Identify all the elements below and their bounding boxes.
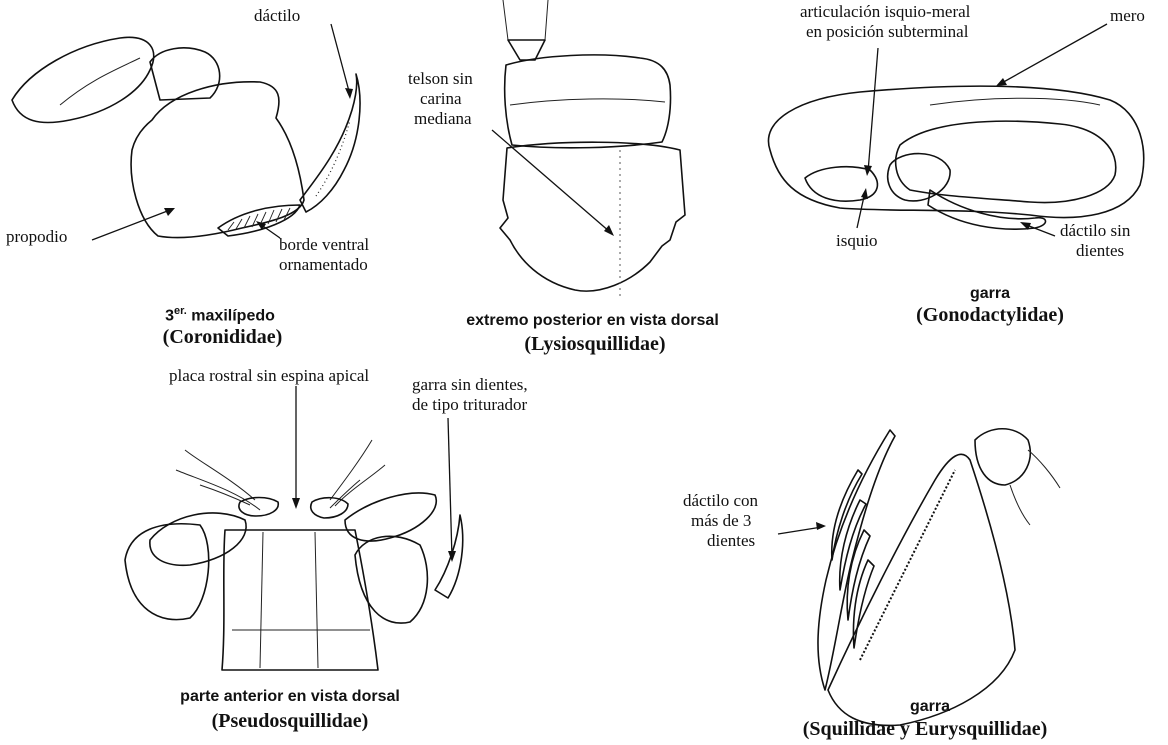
caption-lysiosquillidae-family: (Lysiosquillidae) (495, 333, 695, 356)
left-lateral-lobe (125, 524, 209, 620)
label-tipo-triturador: de tipo triturador (412, 396, 527, 414)
caption-prefix: 3 (165, 307, 174, 324)
label-articulacion-line1: articulación isquio-meral (800, 3, 970, 21)
right-appendage (345, 493, 436, 541)
caption-gonodactylidae-title: garra (940, 285, 1040, 303)
lysiosquillidae-drawing (492, 0, 685, 300)
carpus-segment (12, 37, 154, 122)
label-telson-line3: mediana (414, 110, 472, 128)
label-dactilo-con: dáctilo con (683, 492, 758, 510)
coronididae-drawing (12, 24, 360, 240)
left-appendage (150, 513, 246, 565)
label-telson-line2: carina (420, 90, 462, 108)
carapace (222, 530, 378, 670)
carpus-inner-line (60, 58, 140, 105)
label-mero: mero (1110, 7, 1145, 25)
right-lateral-lobe (355, 536, 427, 623)
right-eye-stalk (311, 498, 348, 518)
caption-coronididae-family: (Coronididae) (135, 326, 310, 349)
caption-pseudosquillidae-family: (Pseudosquillidae) (185, 710, 395, 733)
propodus-segment (896, 121, 1116, 202)
label-telson-line1: telson sin (408, 70, 473, 88)
dactylus-teeth (832, 470, 874, 648)
caption-squillidae-family: (Squillidae y Eurysquillidae) (770, 718, 1080, 741)
caption-pseudosquillidae-title: parte anterior en vista dorsal (150, 688, 430, 706)
caption-squillidae-title: garra (880, 698, 980, 716)
label-propodio: propodio (6, 228, 67, 246)
label-dientes-squillidae: dientes (707, 532, 755, 550)
raptorial-claw (435, 515, 463, 598)
label-garra-sin-dientes: garra sin dientes, (412, 376, 528, 394)
label-isquio: isquio (836, 232, 878, 250)
caption-coronididae-title: 3er. maxilípedo (140, 305, 300, 325)
squillidae-drawing (778, 429, 1060, 726)
last-abdominal-somite (508, 40, 545, 60)
label-dactilo-sin: dáctilo sin (1060, 222, 1130, 240)
label-articulacion-line2: en posición subterminal (806, 23, 968, 41)
gonodactylidae-drawing (768, 24, 1143, 236)
dactylus-claw (818, 430, 895, 690)
label-dientes: dientes (1076, 242, 1124, 260)
propodus-segment (828, 454, 1015, 725)
caption-lysiosquillidae-title: extremo posterior en vista dorsal (440, 312, 745, 330)
label-mas-de-3: más de 3 (691, 512, 751, 530)
caption-superscript: er. (174, 305, 187, 317)
caption-gonodactylidae-family: (Gonodactylidae) (890, 304, 1090, 327)
label-ornamentado: ornamentado (279, 256, 368, 274)
label-dactilo: dáctilo (254, 7, 300, 25)
pseudosquillidae-drawing (125, 386, 463, 670)
merus-segment (150, 48, 220, 100)
label-placa-rostral: placa rostral sin espina apical (169, 367, 369, 385)
carpus-segment (975, 429, 1030, 485)
abdominal-segment (505, 55, 671, 148)
caption-rest: maxilípedo (187, 307, 275, 324)
left-eye-stalk (239, 498, 278, 517)
propodus-segment (131, 82, 304, 238)
label-borde-ventral: borde ventral (279, 236, 369, 254)
